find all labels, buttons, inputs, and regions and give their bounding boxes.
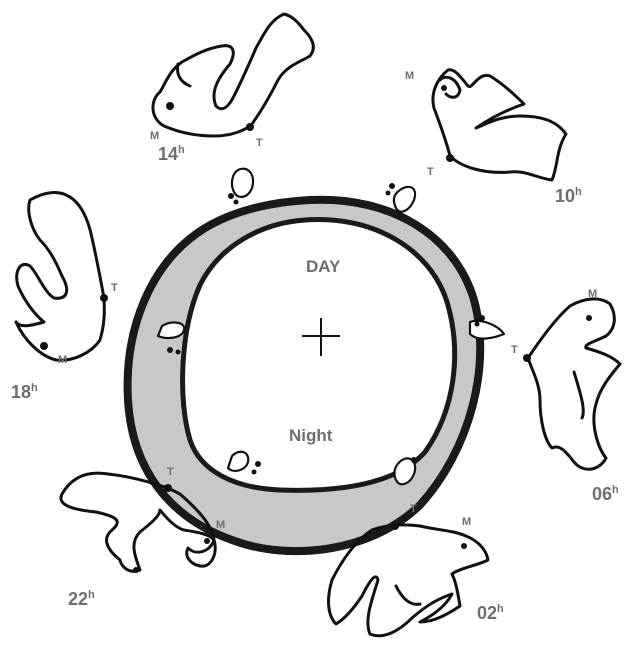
tide-label-06h: T [511,344,518,356]
moon-label-10h: M [405,70,414,82]
hour-label-22h: 22h [68,589,95,609]
hour-label-14h: 14h [158,144,185,164]
moon-label-22h: M [216,519,225,531]
moon-label-06h: M [588,288,597,300]
night-label: Night [289,426,333,445]
day-label: DAY [306,257,341,276]
figure-10h [433,70,566,180]
moon-label-02h: M [462,516,471,528]
hour-label-18h: 18h [11,382,38,402]
figure-18h [16,193,108,361]
hour-label-10h: 10h [555,186,582,206]
day-night-ring [128,200,481,551]
tide-label-14h: T [256,137,263,149]
figure-14h [153,14,313,136]
figure-06h [523,299,620,469]
marker-10 [394,187,415,212]
tide-label-18h: T [111,282,118,294]
tide-label-22h: T [167,466,174,478]
tide-label-10h: T [427,166,434,178]
marker-18 [158,323,184,338]
tide-label-02h: T [410,503,417,515]
moon-label-18h: M [58,354,67,366]
marker-14 [232,169,253,197]
hour-label-06h: 06h [592,484,619,504]
hour-label-02h: 02h [477,603,504,623]
moon-label-14h: M [150,130,159,142]
